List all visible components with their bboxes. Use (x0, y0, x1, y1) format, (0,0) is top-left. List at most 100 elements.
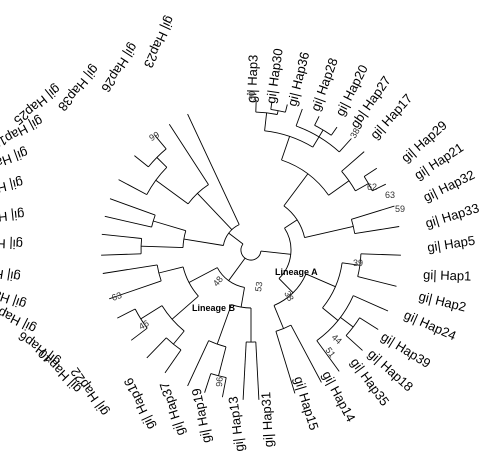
tree-branch (295, 108, 303, 127)
lineage-a-label: Lineage A (275, 267, 318, 277)
tree-branch (273, 305, 284, 329)
tree-branch (204, 373, 212, 393)
bootstrap-value: 63 (385, 190, 395, 200)
tree-branch (314, 124, 332, 136)
tree-branch (101, 253, 142, 256)
tree-branch (156, 157, 168, 168)
tree-branch (264, 112, 268, 131)
tree-branch (264, 130, 314, 148)
leaf-label: gi| Hap37 (156, 380, 187, 437)
tree-branch (187, 340, 210, 387)
tree-branch (188, 267, 218, 283)
tree-branch (221, 377, 227, 398)
tree-branch (260, 250, 291, 255)
leaf-label: gi| Hap23 (141, 14, 178, 71)
tree-branch (158, 266, 184, 274)
leaf-labels: gi| Hap3 gi| Hap30 gi| Hap36 gi| Hap28 g… (0, 14, 481, 453)
tree-branch (130, 327, 148, 341)
tree-branch (101, 233, 142, 239)
leaf-label: gi| Hap3 (244, 54, 261, 103)
leaf-label: gi| Hap11 (0, 145, 30, 178)
tree-branch (216, 304, 232, 345)
bootstrap-value: 39 (353, 258, 363, 268)
bootstrap-value: 96 (214, 376, 225, 387)
leaf-label: gi| Hap13 (225, 396, 247, 453)
tree-branch (278, 278, 294, 294)
leaf-label: gi| Hap14 (319, 368, 358, 424)
bootstrap-value: 62 (367, 182, 377, 192)
tree-branch (284, 219, 298, 229)
tree-branch (330, 126, 338, 136)
tree-branch (350, 219, 356, 234)
tree-branch (165, 337, 182, 351)
bootstrap-value: 44 (330, 332, 344, 346)
tree-branch (345, 335, 363, 351)
tree-branch (341, 151, 365, 172)
tree-branch (148, 148, 167, 168)
leaf-label: gi| Hap7 (0, 235, 23, 252)
tree-branch (281, 159, 329, 196)
tree-branch (153, 220, 186, 232)
tree-branch (187, 113, 240, 225)
tree-branch (276, 110, 279, 115)
leaf-label: gi| Hap16 (121, 376, 158, 433)
tree-branch (314, 116, 320, 126)
tree-branch (351, 205, 395, 220)
tree-branch (312, 136, 320, 148)
leaf-label: gi| Hap19 (189, 387, 214, 444)
tree-branch (283, 173, 309, 207)
tree-branch (134, 155, 149, 168)
leaf-label: gi| Hap33 (423, 200, 480, 231)
tree-branch (290, 324, 322, 383)
leaf-label: gi| Hap31 (258, 391, 276, 447)
tree-branch (140, 238, 143, 254)
tree-branch (284, 104, 288, 113)
tree-branch (109, 198, 156, 216)
tree-branch (182, 230, 187, 248)
tree-branch (173, 330, 185, 345)
tree-branch (270, 101, 273, 110)
tree-branch (141, 245, 184, 249)
tree-branch (345, 317, 360, 336)
tree-branch (118, 179, 148, 195)
leaf-label: gi| Hap5 (426, 233, 476, 255)
tree-branch (342, 262, 360, 266)
tree-branch (161, 305, 185, 332)
tree-branch (355, 183, 369, 192)
tree-branch (318, 129, 324, 138)
tree-branch (109, 280, 162, 300)
bootstrap-value: 51 (323, 345, 337, 359)
tree-branch (340, 317, 354, 328)
tree-branch (154, 134, 167, 150)
tree-branch (305, 273, 336, 288)
leaf-label: gi| Hap36 (284, 50, 312, 107)
tree-branch (146, 337, 167, 359)
tree-branch (360, 253, 401, 256)
bootstrap-value: 46 (137, 318, 151, 332)
tree-branch (117, 308, 136, 319)
tree-branch (228, 257, 246, 281)
leaf-label: gi| Hap6 (15, 329, 63, 370)
tree-branch (359, 317, 379, 330)
tree-branch (140, 305, 163, 320)
tree-branch (354, 226, 400, 235)
leaf-label: gi| Hap9 (0, 262, 21, 284)
tree-branch (231, 304, 252, 309)
tree-branch (240, 287, 245, 308)
tree-branch (281, 136, 291, 161)
tree-branch (328, 180, 350, 196)
tree-branches (101, 100, 401, 400)
leaf-label: gi| Hap2 (417, 288, 467, 314)
tree-branch (228, 232, 244, 245)
leaf-label: gi| Hap1 (423, 267, 472, 284)
tree-branch (316, 340, 340, 372)
bootstrap-value: 53 (253, 281, 264, 292)
tree-branch (218, 346, 227, 377)
tree-branch (255, 341, 260, 400)
tree-branch (322, 307, 339, 321)
leaf-label: gi| Hap38 (55, 62, 102, 114)
tree-branch (255, 111, 278, 115)
bootstrap-value: 38 (348, 126, 362, 140)
tree-branch (168, 123, 209, 185)
